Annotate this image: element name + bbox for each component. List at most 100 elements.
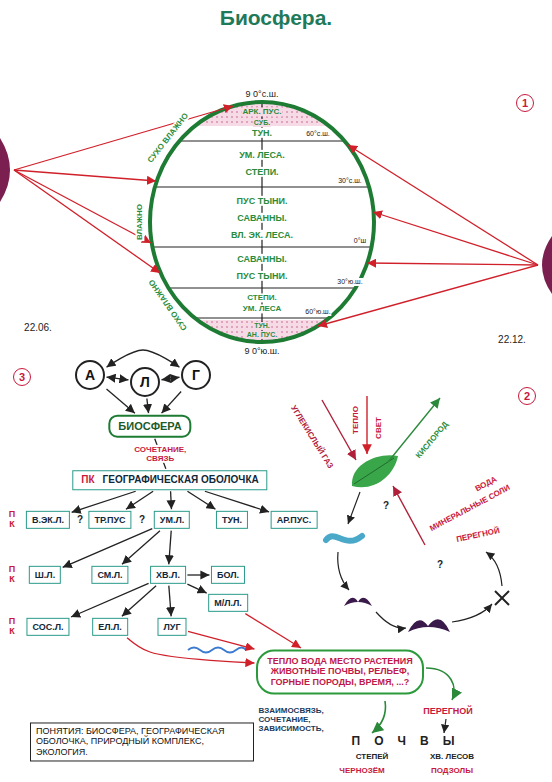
text-label: УМ. ЛЕСА. (238, 150, 286, 160)
bird (344, 598, 372, 606)
text-label: САВАННЫ. (236, 254, 288, 264)
circle-node: А (75, 360, 105, 390)
connector (187, 584, 206, 593)
text-label: ПК (8, 510, 17, 530)
text-label: ПК (8, 565, 17, 585)
connector (63, 529, 153, 568)
complex-box: АР.ПУС. (271, 511, 318, 529)
complex-box: ТУН. (216, 511, 248, 529)
light-arrow (366, 396, 367, 454)
node-text: ТУН. (222, 515, 242, 525)
text-label: 60°ю.ш. (304, 308, 331, 316)
node-text: Л (140, 374, 150, 390)
connector (245, 614, 301, 648)
text-label: ЧЕРНОЗЁМ (338, 766, 385, 775)
text-label: ПЕРЕГНОЙ (422, 706, 474, 716)
text-label: ТЕПЛО (351, 405, 360, 435)
node-text: БИОСФЕРА (118, 420, 181, 433)
circle-node: Г (181, 360, 211, 390)
water-arrow (393, 486, 425, 545)
title: Биосфера. (220, 6, 332, 30)
complex-box: СМ.Л. (91, 566, 128, 584)
text-label: ? (76, 514, 84, 526)
envelope-box: ПКГЕОГРАФИЧЕСКАЯ ОБОЛОЧКА (72, 470, 267, 490)
text-label: ВЗАИМОСВЯЗЬ, СОЧЕТАНИЕ, ЗАВИСИМОСТЬ, (258, 706, 353, 734)
factor-bubble: ТЕПЛО ВОДА МЕСТО РАСТЕНИЯ ЖИВОТНЫЕ ПОЧВЫ… (256, 649, 424, 694)
callout-number: 1 (516, 94, 534, 112)
text-label: ПОДЗОЛЫ (430, 766, 474, 775)
river (188, 648, 246, 653)
sun (0, 138, 10, 202)
concept-note: ПОНЯТИЯ: БИОСФЕРА, ГЕОГРАФИЧЕСКАЯ ОБОЛОЧ… (30, 722, 254, 761)
node-text: ПОНЯТИЯ: БИОСФЕРА, ГЕОГРАФИЧЕСКАЯ ОБОЛОЧ… (36, 726, 248, 757)
food-arrow (348, 492, 360, 524)
cross-mark (495, 591, 509, 605)
text-label: ВЛ. ЭК. ЛЕСА. (230, 230, 294, 240)
callout-number: 2 (518, 387, 536, 405)
complex-box: ХВ.Л. (150, 566, 186, 584)
complex-box: УМ.Л. (154, 511, 190, 529)
text-label: СВЕТ (374, 416, 383, 440)
text-label: 9 0°с.ш. (245, 89, 280, 99)
globe-zones (148, 98, 380, 346)
text-label: ПК (8, 617, 17, 637)
text-label: СТЕПИ. (246, 293, 278, 302)
text-label: СТЕПИ. (244, 167, 279, 177)
connector (122, 586, 156, 617)
connector (71, 583, 149, 617)
connector (126, 491, 153, 509)
text-label: 22.06. (23, 322, 53, 334)
callout-number: 3 (13, 368, 31, 386)
complex-box: ТР.ПУС (88, 511, 131, 529)
leaf (352, 455, 398, 487)
text-label: КИСЛОРОД (413, 419, 450, 461)
humus-arrow (426, 668, 454, 700)
node-text: СОС.Л. (32, 622, 63, 632)
cycle-arrow (376, 612, 406, 628)
complex-box: Ш.Л. (29, 566, 61, 584)
connector (162, 377, 180, 379)
node-text: ТЕПЛО ВОДА МЕСТО РАСТЕНИЯ ЖИВОТНЫЕ ПОЧВЫ… (266, 656, 414, 687)
latitude-lines (148, 141, 378, 318)
node-text: УМ.Л. (160, 515, 184, 525)
connector (127, 638, 254, 663)
complex-box: БОЛ. (211, 566, 245, 584)
connector (169, 531, 171, 565)
globe-outline (150, 102, 374, 342)
connector (122, 531, 160, 565)
connector (205, 491, 269, 512)
node-text: АР.ПУС. (277, 515, 312, 525)
text-label: 22.12. (497, 334, 527, 346)
text-label: АН. ПУС. (246, 331, 278, 339)
cycle-arrow (486, 552, 502, 586)
text-label: 9 0°ю.ш. (243, 346, 280, 356)
text-label: СУБ. (253, 119, 271, 127)
text-label: УГЛЕКИСЛЫЙ ГАЗ (288, 403, 335, 471)
connector (170, 491, 172, 509)
node-text: В.ЭК.Л. (32, 515, 64, 525)
text-label: СУХО ВЛАЖНО (145, 111, 191, 166)
node-text: М/Л.Л. (214, 598, 242, 608)
text-label: ПУС ТЫНИ. (236, 196, 289, 206)
sun-rays (14, 106, 538, 326)
text-label: САВАННЫ. (236, 213, 288, 223)
worm (326, 536, 362, 541)
cycle-arrow (452, 604, 492, 622)
complex-box: СОС.Л. (26, 618, 69, 636)
bird (408, 619, 450, 632)
text-label: 30°с.ш. (337, 177, 363, 185)
soil-arrow (444, 719, 446, 733)
connector (107, 377, 129, 380)
text-label: СТЕПЕЙ (355, 752, 390, 761)
connector (162, 392, 182, 414)
complex-box: М/Л.Л. (208, 594, 248, 612)
text-label: ? (382, 500, 390, 512)
text-label: ВЛАЖНО (135, 203, 144, 241)
edge-label: СОЧЕТАНИЕ, СВЯЗЬ (121, 445, 199, 463)
node-text: А (85, 367, 95, 383)
text-label: ТУН. (251, 128, 273, 138)
connector (107, 350, 180, 367)
text-label: 30°ю.ш. (336, 278, 363, 286)
connector (188, 631, 254, 649)
